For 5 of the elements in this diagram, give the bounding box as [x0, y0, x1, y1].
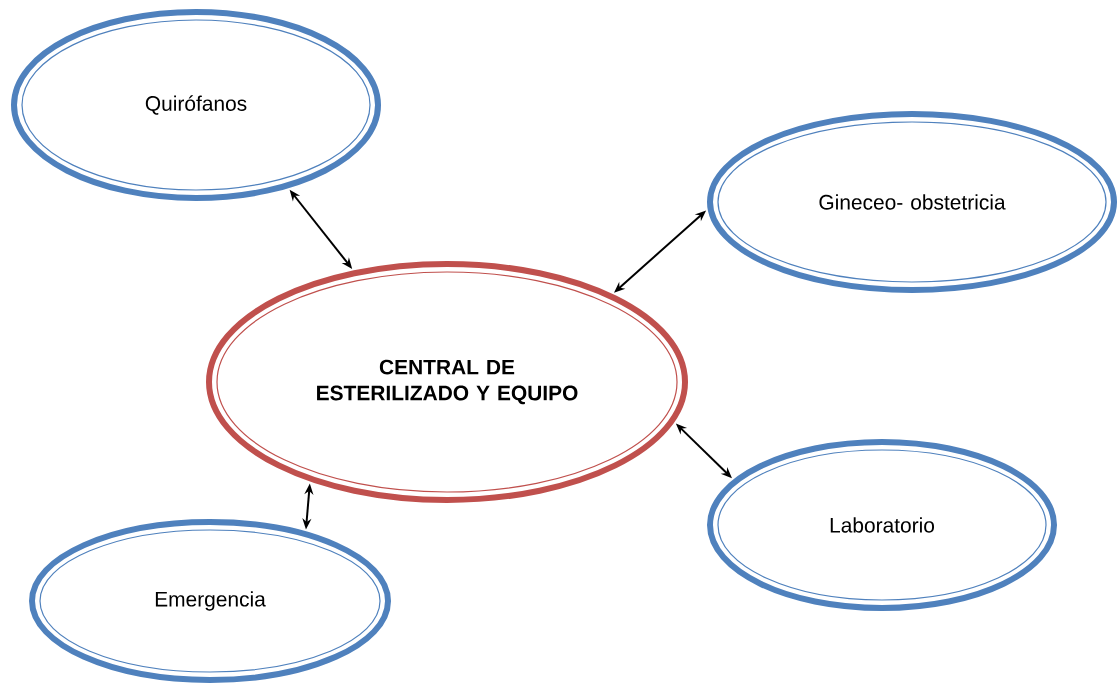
ellipse-node: CENTRAL DE ESTERILIZADO Y EQUIPO [206, 261, 688, 503]
ellipse-node: Emergencia [29, 519, 391, 683]
ellipse-node: Quirófanos [11, 9, 381, 201]
ellipse-node: Laboratorio [707, 439, 1057, 611]
ellipse-node: Gineceo- obstetricia [707, 111, 1117, 293]
